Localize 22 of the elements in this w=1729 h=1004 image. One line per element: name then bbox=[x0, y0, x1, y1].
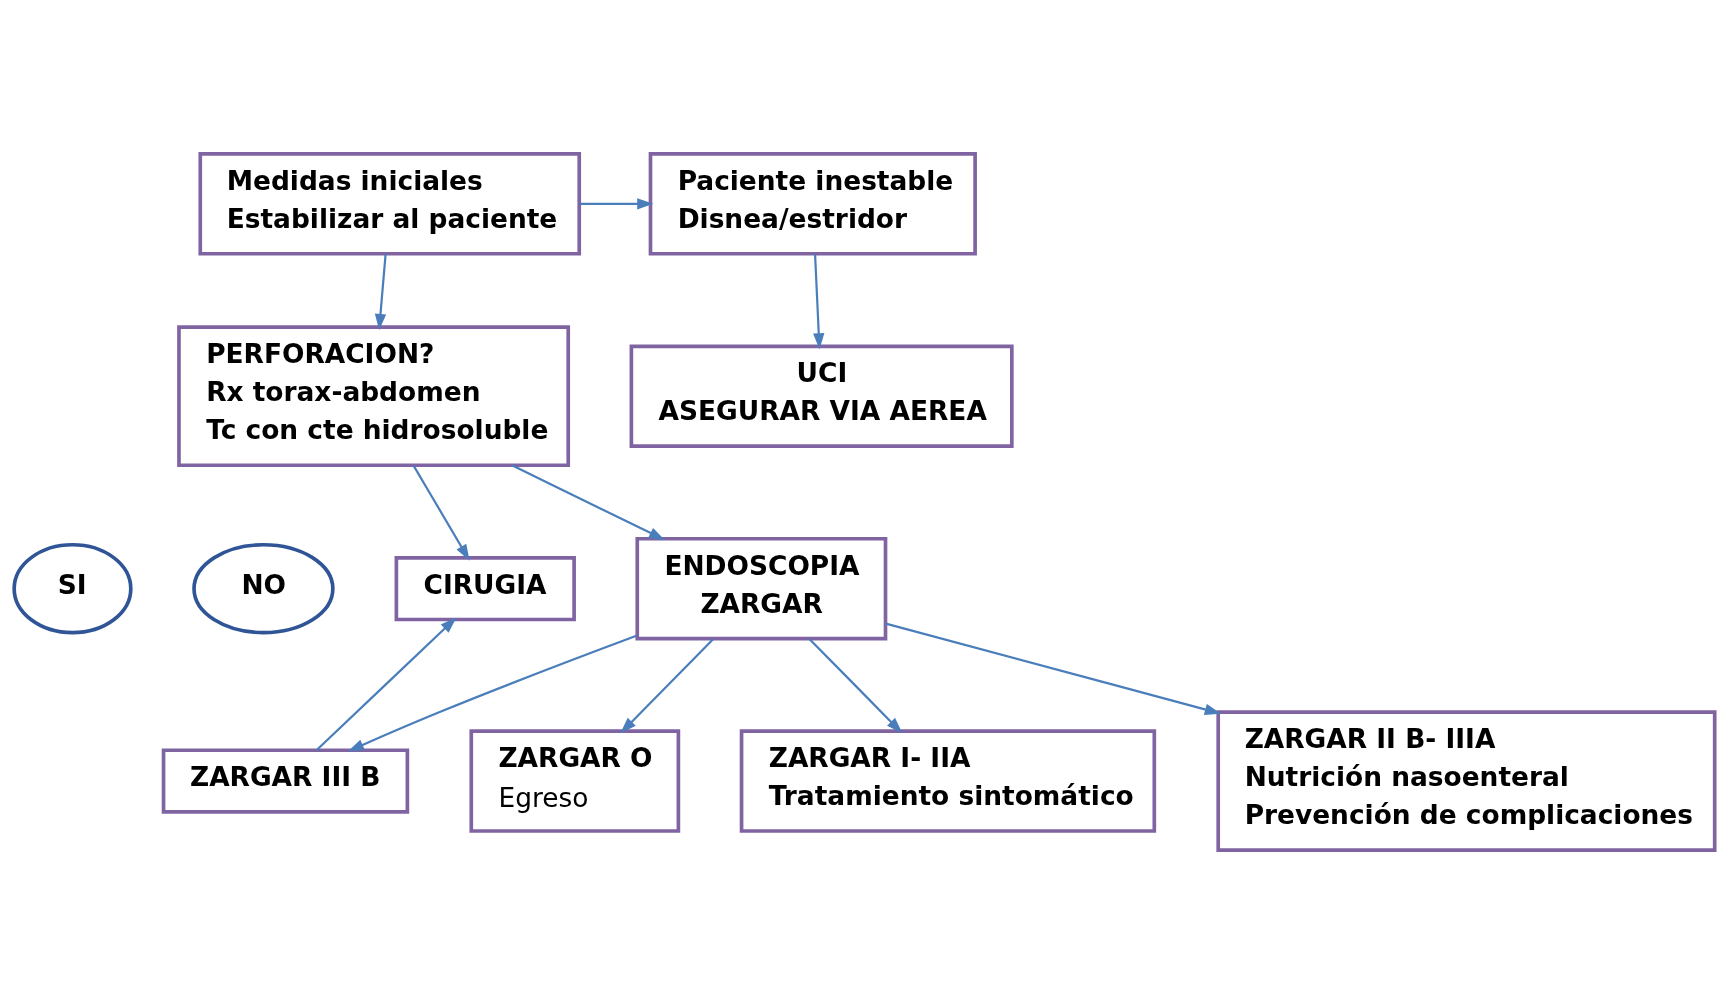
arrow bbox=[813, 254, 825, 350]
node-ellipse: NO bbox=[192, 542, 335, 635]
node-box: ZARGAR III B bbox=[161, 748, 410, 814]
node-box: UCI ASEGURAR VIA AEREA bbox=[629, 344, 1014, 448]
arrow bbox=[347, 634, 638, 752]
node-box: ZARGAR II B- IIIA Nutrición nasoenteral Prevención de complicaciones bbox=[1216, 710, 1717, 852]
arrow bbox=[620, 638, 715, 734]
node-box: ZARGAR O Egreso bbox=[469, 729, 681, 833]
node-box: ENDOSCOPIA ZARGAR bbox=[635, 536, 888, 641]
arrow bbox=[374, 254, 387, 331]
node-box: Medidas iniciales Estabilizar al paciente bbox=[198, 152, 582, 256]
node-box: PERFORACION? Rx torax-abdomen Tc con cte hidrosoluble bbox=[177, 325, 571, 468]
arrow bbox=[579, 198, 654, 210]
arrow bbox=[315, 617, 457, 752]
node-box: Paciente inestable Disnea/estridor bbox=[648, 152, 977, 256]
node-box: ZARGAR I- IIA Tratamiento sintomático bbox=[739, 729, 1157, 833]
node-box: CIRUGIA bbox=[394, 556, 576, 622]
node-ellipse: SI bbox=[12, 542, 133, 635]
arrow bbox=[885, 622, 1221, 715]
arrow bbox=[412, 465, 470, 561]
arrow bbox=[511, 464, 666, 541]
arrow bbox=[808, 638, 903, 734]
